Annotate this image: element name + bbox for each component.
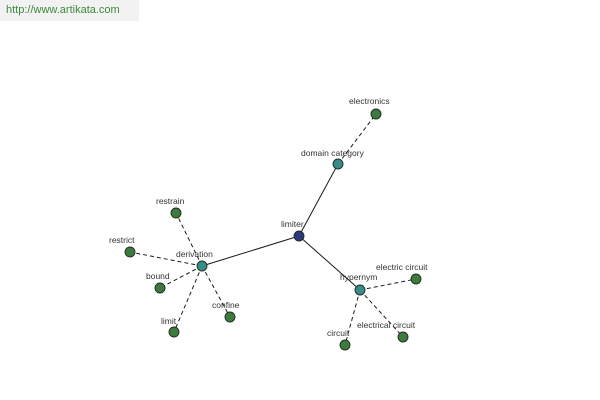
label-limit[interactable]: limit <box>161 316 177 326</box>
graph-nodes <box>124 108 422 351</box>
edge-limiter-domain-category <box>298 163 339 237</box>
source-link[interactable]: http://www.artikata.com <box>6 4 120 16</box>
node-electrical-circuit[interactable] <box>397 331 409 343</box>
label-confine[interactable]: confine <box>212 300 240 310</box>
source-banner: http://www.artikata.com <box>0 0 139 21</box>
edge-limiter-derivation <box>201 235 300 267</box>
edge-hypernym-electric-circuit <box>359 278 417 291</box>
edge-derivation-bound <box>159 265 203 289</box>
label-electric-circuit[interactable]: electric circuit <box>376 262 428 272</box>
label-restrict[interactable]: restrict <box>109 235 135 245</box>
graph-labels: limiter derivation domain category hypernym… <box>109 96 428 338</box>
edge-hypernym-circuit <box>344 289 361 346</box>
edge-hypernym-electrical-circuit <box>359 289 404 338</box>
node-derivation[interactable] <box>196 260 208 272</box>
node-electric-circuit[interactable] <box>410 273 422 285</box>
label-electronics[interactable]: electronics <box>349 96 390 106</box>
edge-derivation-restrict <box>129 251 203 267</box>
label-domain-category[interactable]: domain category <box>301 148 365 158</box>
node-limit[interactable] <box>168 326 180 338</box>
label-derivation[interactable]: derivation <box>176 249 213 259</box>
node-restrain[interactable] <box>170 207 182 219</box>
node-restrict[interactable] <box>124 246 136 258</box>
label-electrical-circuit[interactable]: electrical circuit <box>357 320 416 330</box>
label-circuit[interactable]: circuit <box>327 328 350 338</box>
node-electronics[interactable] <box>370 108 382 120</box>
label-limiter[interactable]: limiter <box>281 219 304 229</box>
edge-derivation-restrain <box>175 212 203 267</box>
node-limiter[interactable] <box>293 230 305 242</box>
label-hypernym[interactable]: hypernym <box>340 272 377 282</box>
edge-limiter-hypernym <box>298 235 361 291</box>
node-circuit[interactable] <box>339 339 351 351</box>
node-confine[interactable] <box>224 311 236 323</box>
label-bound[interactable]: bound <box>146 271 170 281</box>
node-domain-category[interactable] <box>332 158 344 170</box>
edge-domain-category-electronics <box>337 113 377 165</box>
edge-derivation-limit <box>173 265 203 333</box>
node-bound[interactable] <box>154 282 166 294</box>
graph-edges <box>129 113 417 346</box>
node-hypernym[interactable] <box>354 284 366 296</box>
edge-derivation-confine <box>201 265 231 318</box>
label-restrain[interactable]: restrain <box>156 196 185 206</box>
